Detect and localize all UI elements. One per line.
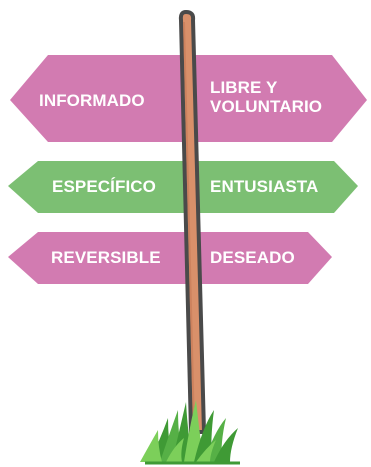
sign-top-right-label: LIBRE Y VOLUNTARIO [210, 78, 322, 116]
sign-bottom-board [8, 232, 332, 284]
sign-bottom-left-label: REVERSIBLE [51, 248, 161, 267]
sign-middle-left-label: ESPECÍFICO [52, 177, 156, 196]
grass-tuft [140, 400, 240, 465]
sign-top-left-label: INFORMADO [39, 91, 145, 110]
sign-middle-right-label: ENTUSIASTA [210, 177, 319, 196]
sign-middle-board [8, 161, 358, 213]
sign-bottom-right-label: DESEADO [210, 248, 295, 267]
sign-top-right-line-1: LIBRE Y [210, 78, 278, 97]
wooden-post [178, 10, 206, 434]
sign-top-right-line-2: VOLUNTARIO [210, 97, 323, 116]
